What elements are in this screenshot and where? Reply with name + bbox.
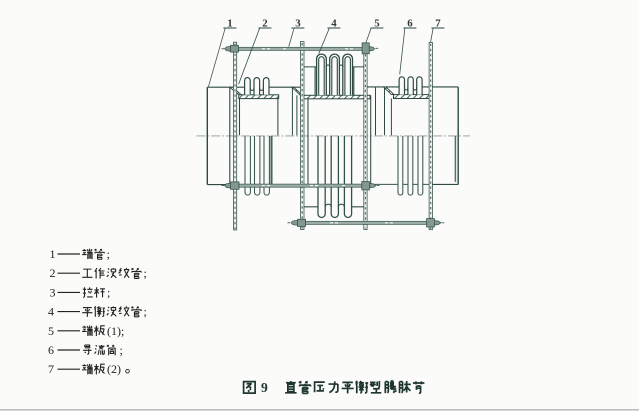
svg-text:4: 4 bbox=[331, 17, 337, 29]
svg-text:;: ; bbox=[144, 305, 147, 319]
svg-text:9: 9 bbox=[261, 380, 268, 395]
svg-text:7: 7 bbox=[48, 362, 54, 376]
svg-text:2: 2 bbox=[262, 17, 267, 29]
svg-text:(1);: (1); bbox=[107, 324, 124, 338]
svg-text:;: ; bbox=[107, 285, 110, 299]
svg-text:2: 2 bbox=[50, 266, 56, 280]
svg-text:5: 5 bbox=[374, 17, 379, 29]
svg-text:4: 4 bbox=[48, 305, 54, 319]
svg-text:;: ; bbox=[120, 343, 123, 357]
svg-text:6: 6 bbox=[48, 343, 54, 357]
svg-text:5: 5 bbox=[48, 324, 54, 338]
svg-text:3: 3 bbox=[295, 17, 301, 29]
svg-text:;: ; bbox=[144, 266, 147, 280]
svg-text:1: 1 bbox=[50, 247, 56, 261]
svg-text:7: 7 bbox=[435, 17, 441, 29]
svg-text:6: 6 bbox=[407, 17, 413, 29]
svg-text:(2): (2) bbox=[107, 362, 121, 376]
svg-text:3: 3 bbox=[50, 285, 56, 299]
svg-text:1: 1 bbox=[227, 17, 232, 29]
svg-text:;: ; bbox=[107, 247, 110, 261]
